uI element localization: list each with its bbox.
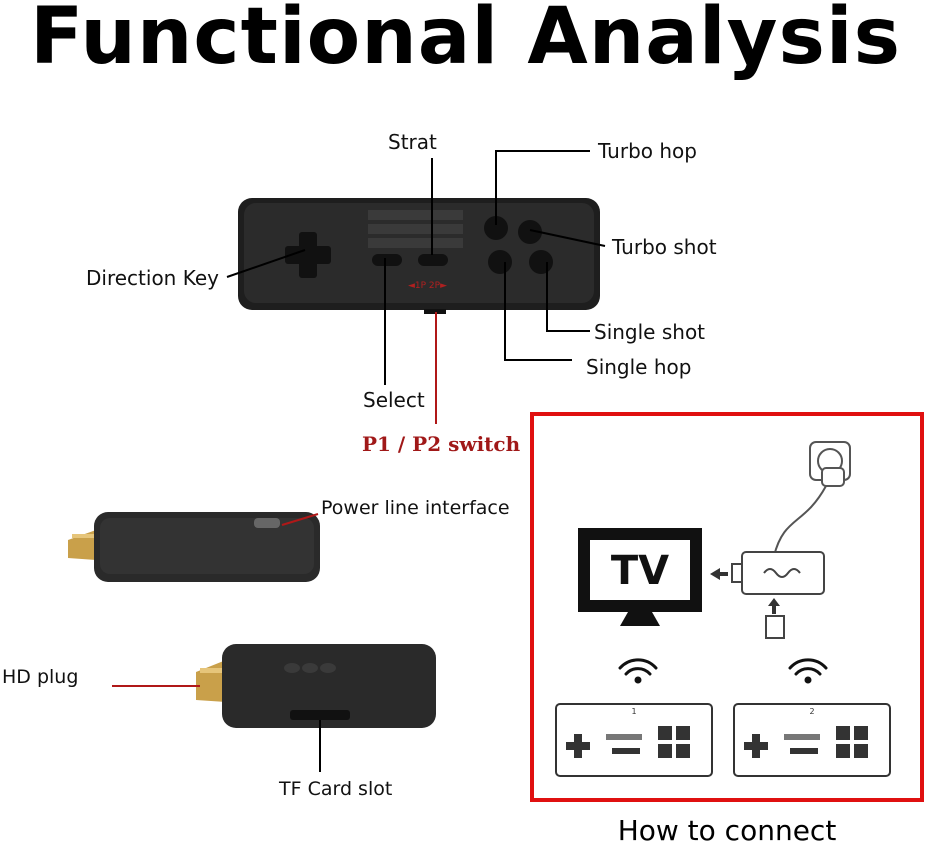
dongle-top-illustration — [196, 644, 436, 728]
label-p1-p2-switch: P1 / P2 switch — [362, 432, 521, 456]
tv-text: TV — [611, 548, 669, 594]
label-single-shot: Single shot — [594, 320, 706, 344]
gamepad-1-number: 1 — [631, 707, 636, 716]
label-power-line-interface: Power line interface — [321, 497, 510, 519]
connect-dongle-illustration — [731, 551, 825, 595]
wifi-icon-1 — [618, 658, 658, 684]
wifi-icon-2 — [788, 658, 828, 684]
label-turbo-shot: Turbo shot — [612, 235, 717, 259]
gamepad-2-number: 2 — [809, 707, 814, 716]
label-turbo-hop: Turbo hop — [598, 139, 697, 163]
label-strat: Strat — [388, 130, 437, 154]
tv-illustration: TV — [578, 528, 702, 626]
gamepad-1-illustration: 1 — [555, 703, 713, 777]
label-direction-key: Direction Key — [86, 266, 219, 290]
dongle-side-illustration — [68, 512, 320, 582]
arrow-up-icon — [768, 598, 780, 606]
gamepad-2-illustration: 2 — [733, 703, 891, 777]
controller-illustration: ◄1P 2P► — [238, 198, 600, 314]
label-select: Select — [363, 388, 425, 412]
switch-marking: ◄1P 2P► — [408, 281, 447, 291]
power-leader-line — [281, 513, 319, 526]
tf-card-icon — [765, 615, 785, 639]
label-hd-plug: HD plug — [2, 666, 79, 688]
how-to-connect-panel: TV 1 — [530, 412, 924, 802]
label-single-hop: Single hop — [586, 355, 692, 379]
page-title: Functional Analysis — [29, 0, 902, 82]
wall-socket-illustration — [773, 441, 851, 557]
connect-illustration: TV 1 — [555, 441, 891, 777]
controller-leader-lines — [226, 150, 606, 385]
label-tf-card-slot: TF Card slot — [279, 778, 393, 800]
how-to-connect-caption: How to connect — [617, 814, 837, 847]
arrow-left-icon — [710, 568, 720, 580]
